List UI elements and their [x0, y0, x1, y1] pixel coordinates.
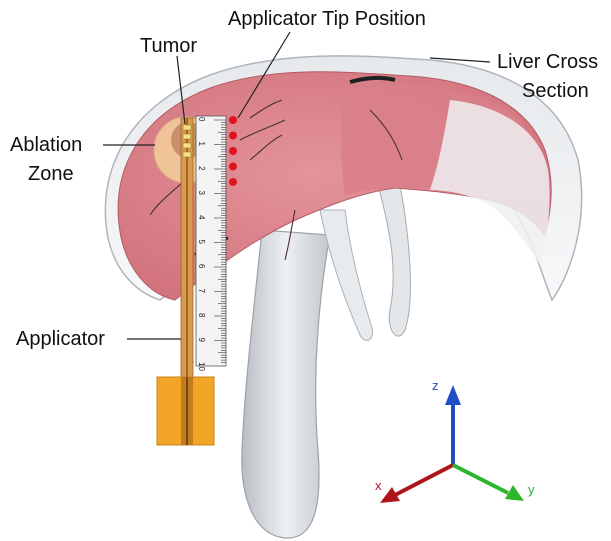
- vessel-branch-right: [378, 185, 410, 336]
- ruler-label: 6: [197, 264, 206, 269]
- tip-marker: [229, 116, 237, 124]
- label-ablation: Ablation: [10, 134, 82, 156]
- ruler-label: 5: [197, 240, 206, 245]
- label-tumor: Tumor: [140, 35, 197, 57]
- ruler-label: 1: [197, 142, 206, 147]
- axis-y-label: y: [528, 482, 535, 497]
- axis-x-line: [395, 465, 453, 495]
- label-liver-section: Section: [522, 80, 589, 102]
- label-liver-cross: Liver Cross: [497, 51, 598, 73]
- label-applicator-tip-position: Applicator Tip Position: [228, 8, 426, 30]
- ruler-label: 8: [197, 313, 206, 318]
- tip-marker: [229, 147, 237, 155]
- ruler-label: 4: [197, 215, 206, 220]
- axis-z-arrow: [445, 385, 461, 405]
- ruler: 0 1 2 3 4 5 6 7 8 9 10: [196, 116, 226, 371]
- axes-triad: z x y: [375, 378, 535, 503]
- ruler-label: 7: [197, 289, 206, 294]
- ruler-label: 10: [197, 362, 206, 371]
- ruler-label: 0: [197, 117, 206, 122]
- vessel-branch-left: [320, 210, 373, 340]
- ruler-label: 9: [197, 338, 206, 343]
- axis-x-label: x: [375, 478, 382, 493]
- tip-marker: [229, 163, 237, 171]
- ruler-label: 3: [197, 191, 206, 196]
- ruler-label: 2: [197, 166, 206, 171]
- label-zone: Zone: [28, 163, 74, 185]
- tip-marker: [229, 132, 237, 140]
- tip-marker: [229, 178, 237, 186]
- axis-y-line: [453, 465, 508, 493]
- label-applicator: Applicator: [16, 328, 105, 350]
- axis-z-label: z: [432, 378, 439, 393]
- vessel-trunk: [242, 230, 330, 538]
